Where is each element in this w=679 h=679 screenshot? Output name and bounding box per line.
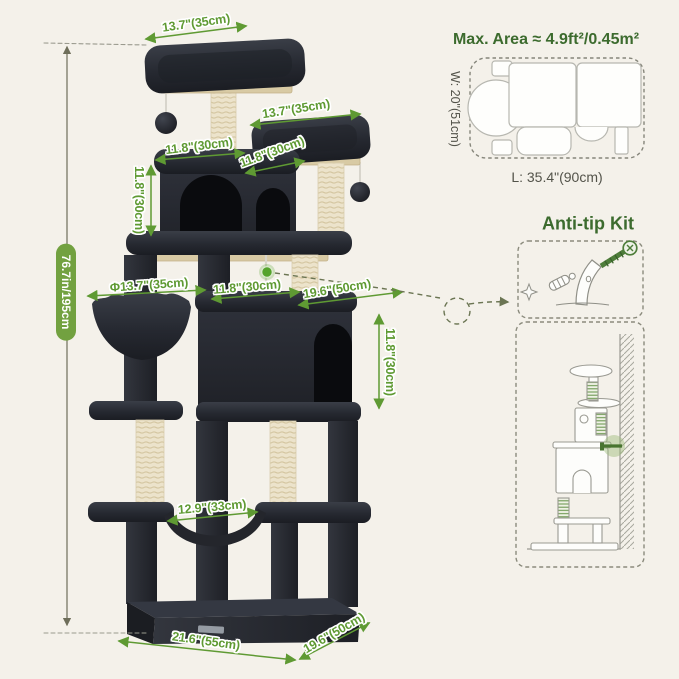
floor-plan-board <box>614 126 629 155</box>
arrow-upper-depth <box>244 157 306 177</box>
mini-tree-base <box>530 542 619 551</box>
hammock <box>164 509 266 547</box>
floor-plan-platform <box>508 62 577 128</box>
floor-plan-width-label: W: 20"(51cm) <box>448 71 462 147</box>
extension-line-top <box>43 42 147 46</box>
large-condo-door <box>314 324 352 412</box>
anti-tip-connector <box>259 264 510 325</box>
scratching-post <box>135 419 165 507</box>
arrow-hammock-width <box>166 507 259 526</box>
wall-hatch <box>620 334 634 549</box>
pompom-ball <box>350 182 370 202</box>
arrow-perch-diameter <box>86 284 207 302</box>
anti-tip-kit-hardware <box>517 240 644 319</box>
green-dot-marker <box>261 266 273 278</box>
mini-tree-platform <box>553 517 611 525</box>
connector-loop <box>443 297 471 325</box>
mini-tree-post <box>592 523 603 544</box>
arrow-base-depth <box>298 622 371 660</box>
floor-plan-tab <box>491 139 513 156</box>
ground-line <box>555 302 610 306</box>
pompom-ball <box>155 112 177 134</box>
base-side <box>127 602 155 644</box>
base-top <box>127 598 360 618</box>
cat-tree-illustration <box>88 38 371 644</box>
anti-tip-wall-illustration <box>515 321 645 568</box>
anchor-screw-head <box>600 442 604 451</box>
top-perch-inner <box>157 49 293 83</box>
second-perch-inner <box>262 124 358 155</box>
max-area-title: Max. Area ≈ 4.9ft²/0.45m² <box>452 31 640 48</box>
side-platform <box>89 401 183 420</box>
anti-tip-box-1 <box>517 240 644 319</box>
mini-tree-perch <box>577 397 621 409</box>
mini-tree-sisal <box>595 412 607 436</box>
wall-anchor-icon <box>548 272 576 291</box>
plush-post <box>126 522 157 604</box>
middle-platform <box>126 231 352 255</box>
floor-plan-condo <box>516 126 572 156</box>
total-height-label: 76.7in/195cm <box>56 243 76 341</box>
floor-plan-arch <box>574 126 609 142</box>
scratching-post <box>317 162 345 242</box>
bracket <box>575 259 602 306</box>
sparkle-icon <box>519 282 539 302</box>
hanging-basket <box>92 292 191 360</box>
mini-tree-hole <box>579 414 589 424</box>
hammock-platform-right <box>255 502 371 523</box>
plush-post <box>271 523 298 604</box>
floor-plan-length-label: L: 35.4"(90cm) <box>511 169 603 185</box>
mini-tree-sisal <box>586 381 599 401</box>
arrow-top-platform <box>144 21 248 44</box>
floor-plan-platform <box>576 62 642 128</box>
arrow-middle-depth <box>297 287 404 310</box>
arrow-base-width <box>117 636 297 665</box>
arrow-middle-width <box>210 287 301 304</box>
connector-arrow <box>468 296 510 307</box>
mini-tree-arch <box>572 469 592 493</box>
mini-tree-post <box>557 523 569 544</box>
mini-tree-top-perch <box>569 364 613 378</box>
connector-curve <box>274 272 441 299</box>
lower-platform <box>196 402 361 422</box>
screw-icon <box>599 240 638 269</box>
dim-large-condo-height: 11.8"(30cm) <box>383 328 397 396</box>
floor-plan <box>467 57 645 159</box>
anti-tip-title: Anti-tip Kit <box>542 213 634 234</box>
scratching-post <box>269 420 297 507</box>
bracket-hole <box>585 275 592 283</box>
arrow-upper-width <box>154 148 246 165</box>
dim-upper-condo-height: 11.8"(30cm) <box>132 166 146 234</box>
hammock-platform-left <box>88 502 174 522</box>
brand-plate <box>197 625 225 634</box>
arrow-second-platform <box>249 109 362 130</box>
mini-tree-sisal <box>557 497 570 519</box>
